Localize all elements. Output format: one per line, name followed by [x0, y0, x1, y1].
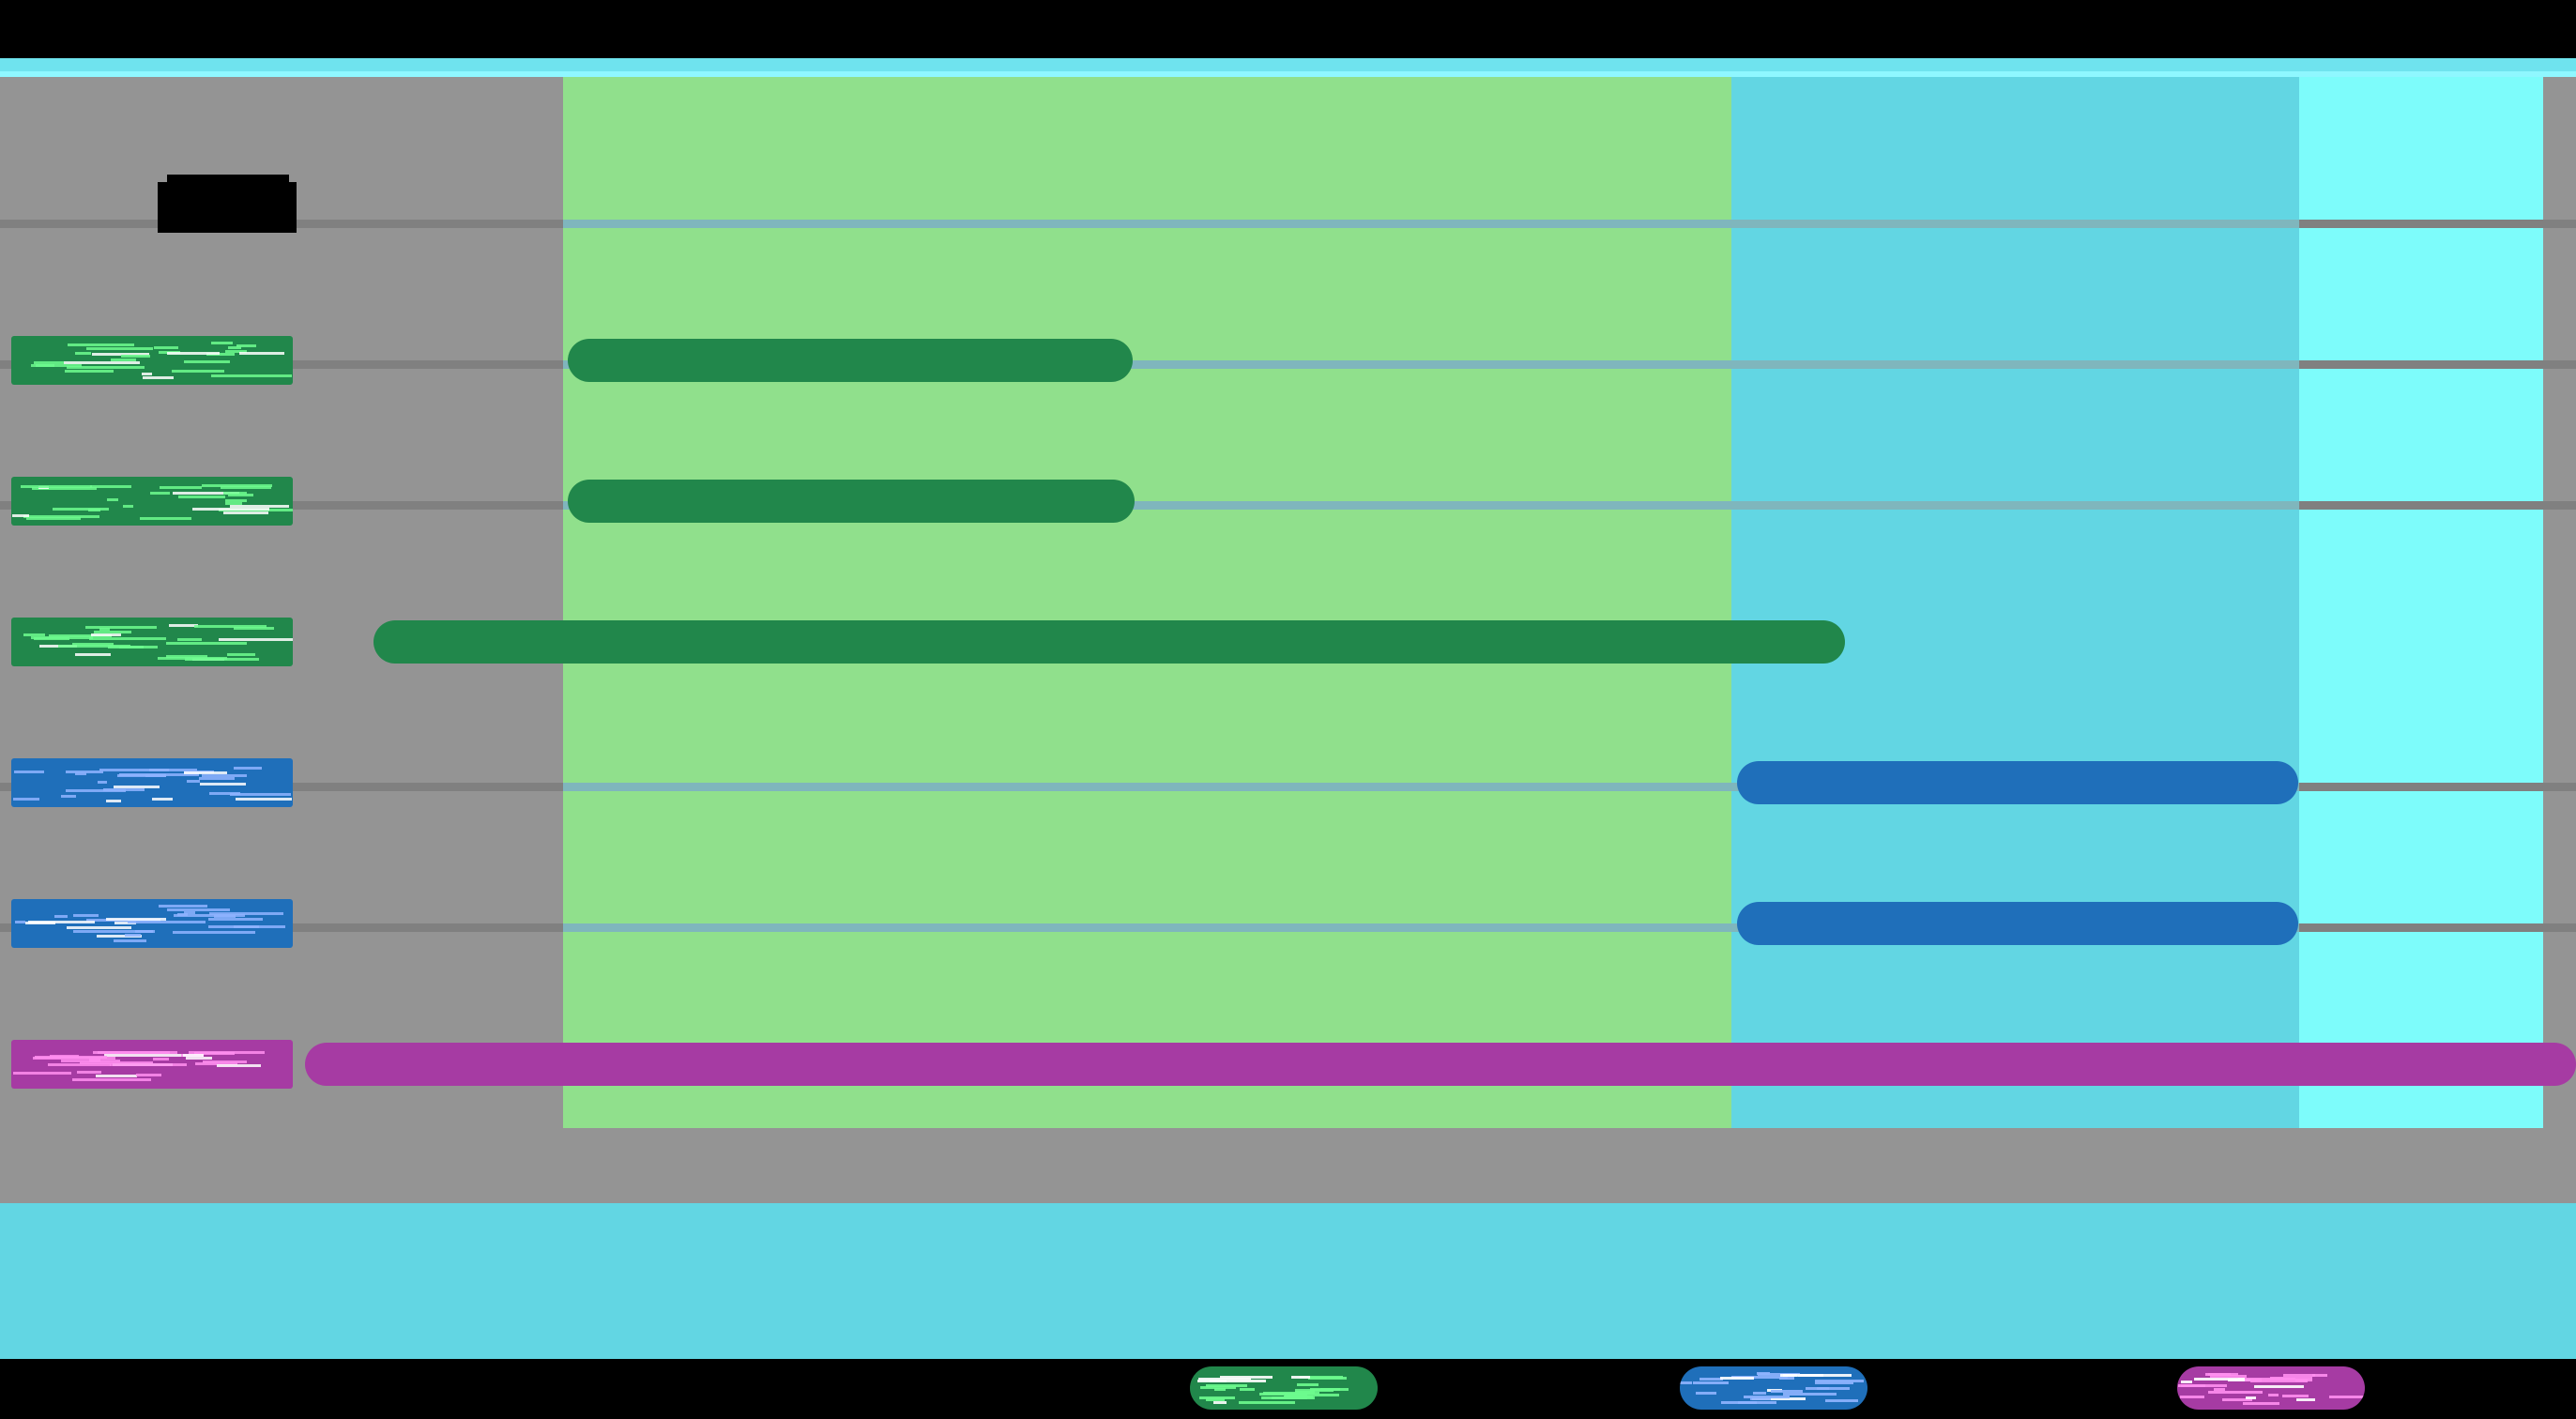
legend-item-3[interactable] [2177, 1366, 2365, 1410]
gantt-bar[interactable] [1737, 902, 2298, 945]
session-band-3 [2299, 77, 2543, 1128]
session-band-2: Session 2 [1731, 77, 2299, 1128]
gantt-bar[interactable] [373, 620, 1845, 664]
gantt-bar[interactable] [1737, 761, 2298, 804]
y-axis-label-redacted-3 [11, 618, 293, 666]
y-axis-label-redacted-6 [11, 1040, 293, 1089]
y-axis-label-redacted-2 [11, 477, 293, 526]
gantt-bar[interactable] [305, 1043, 2576, 1086]
legend-item-1[interactable] [1190, 1366, 1378, 1410]
gantt-bar[interactable] [568, 480, 1135, 523]
redaction-noise [11, 1040, 293, 1089]
y-axis-label-redacted-5 [11, 899, 293, 948]
gridline-band-overlay [563, 220, 2299, 228]
redaction-noise [11, 618, 293, 666]
y-axis-label-redacted-4 [11, 758, 293, 807]
legend-swatch-redacted [2177, 1366, 2365, 1410]
gantt-bar[interactable] [568, 339, 1133, 382]
legend-item-2[interactable] [1680, 1366, 1867, 1410]
redaction-noise [11, 336, 293, 385]
gantt-plot-area: Session 1Session 2 [0, 77, 2576, 1203]
top-accent-strip [0, 58, 2576, 71]
chart-legend [0, 1359, 2576, 1419]
legend-swatch-redacted [1190, 1366, 1378, 1410]
session-band-1: Session 1 [563, 77, 1731, 1128]
legend-swatch-redacted [1680, 1366, 1867, 1410]
redaction-noise [11, 477, 293, 526]
redaction-noise [11, 758, 293, 807]
redaction-noise [11, 899, 293, 948]
chart-title-redacted [158, 182, 297, 233]
y-axis-label-redacted-1 [11, 336, 293, 385]
